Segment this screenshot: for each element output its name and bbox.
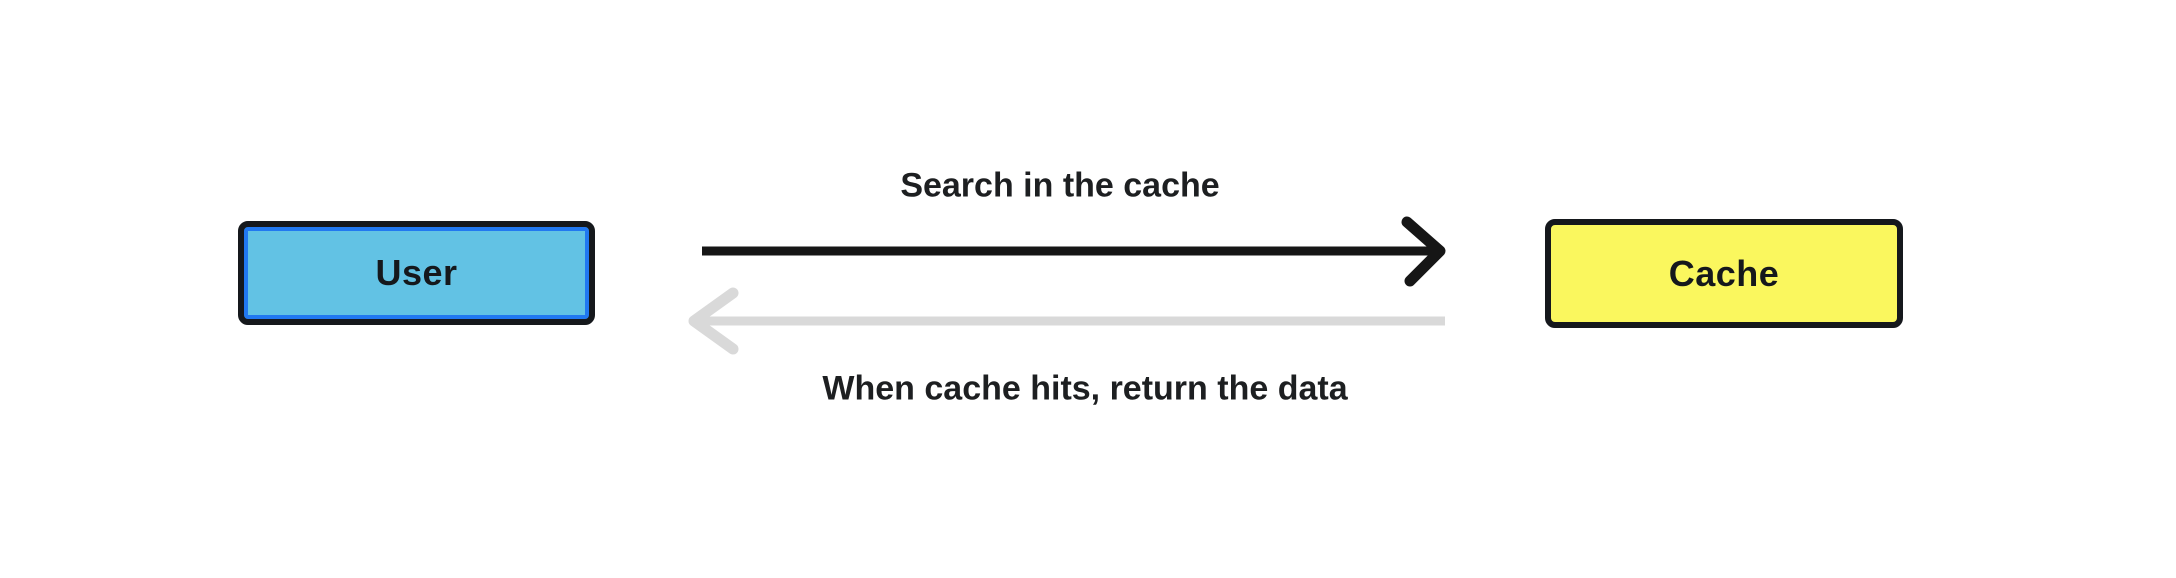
- arrow-user-to-cache: [702, 216, 1446, 287]
- edge-label-cache-hit-return: When cache hits, return the data: [822, 369, 1348, 408]
- arrow-cache-to-user-head-icon: [688, 287, 739, 355]
- node-user-label: User: [375, 252, 458, 293]
- arrow-cache-to-user: [688, 287, 1445, 355]
- edge-label-search-in-cache: Search in the cache: [900, 166, 1220, 205]
- node-user[interactable]: User: [238, 221, 595, 325]
- arrow-user-to-cache-head-icon: [1401, 216, 1446, 287]
- node-cache-label: Cache: [1668, 252, 1780, 294]
- node-cache[interactable]: Cache: [1545, 219, 1903, 328]
